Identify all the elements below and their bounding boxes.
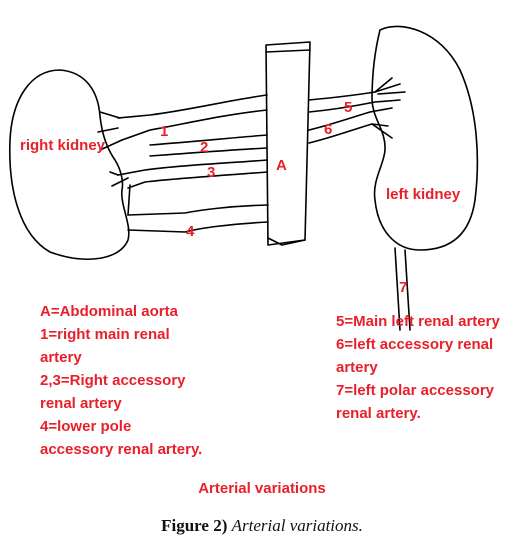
- artery-1-branch-c: [99, 139, 123, 151]
- artery-7-left: [394, 247, 401, 331]
- legend-line: renal artery: [40, 395, 122, 412]
- artery-4-upper: [127, 204, 269, 216]
- artery-5-lower: [308, 99, 401, 113]
- legend-line: A=Abdominal aorta: [40, 303, 178, 320]
- diagram-caption: Arterial variations: [198, 480, 326, 497]
- left-kidney-outline: [371, 25, 479, 251]
- legend-line: artery: [40, 349, 82, 366]
- label-right-kidney: right kidney: [20, 137, 106, 154]
- legend-line: accessory renal artery.: [40, 441, 203, 458]
- label-left-kidney: left kidney: [386, 186, 461, 203]
- legend-line: 2,3=Right accessory: [40, 372, 186, 389]
- artery-6-branch: [371, 123, 393, 139]
- artery-5-branch-a: [374, 77, 393, 93]
- artery-5-branch-b: [377, 91, 406, 95]
- artery-7-right: [404, 249, 411, 331]
- legend-left: A=Abdominal aorta 1=right main renal art…: [40, 300, 202, 461]
- abdominal-aorta: [265, 41, 311, 246]
- artery-4-descender: [127, 184, 131, 216]
- legend-line: artery: [336, 359, 378, 376]
- artery-4-lower: [127, 221, 269, 233]
- label-artery-1: 1: [160, 123, 168, 140]
- legend-right: 5=Main left renal artery 6=left accessor…: [336, 310, 500, 425]
- legend-line: renal artery.: [336, 405, 421, 422]
- legend-line: 4=lower pole: [40, 418, 132, 435]
- artery-5-upper: [308, 83, 401, 101]
- artery-1-lower: [121, 109, 268, 141]
- label-artery-6: 6: [324, 121, 332, 138]
- legend-line: 7=left polar accessory: [336, 382, 495, 399]
- label-artery-4: 4: [186, 223, 195, 240]
- artery-2-upper: [149, 134, 268, 146]
- artery-1-branch-b: [97, 127, 119, 133]
- artery-3-branch-b: [109, 171, 119, 176]
- legend-line: 5=Main left renal artery: [336, 313, 500, 330]
- artery-3-lower: [127, 171, 268, 189]
- label-aorta: A: [276, 157, 287, 174]
- label-artery-3: 3: [207, 164, 215, 181]
- artery-1-upper: [117, 94, 268, 119]
- aorta-top-cap: [265, 49, 311, 53]
- figure-number: Figure 2): [161, 516, 228, 535]
- artery-2-lower: [149, 147, 268, 157]
- label-artery-2: 2: [200, 139, 208, 156]
- figure-caption-text: Arterial variations.: [231, 516, 363, 535]
- artery-6-upper: [308, 107, 393, 131]
- figure-caption: Figure 2) Arterial variations.: [0, 516, 524, 536]
- artery-3-branch-a: [111, 177, 129, 187]
- right-kidney-outline: [8, 69, 130, 260]
- legend-line: 6=left accessory renal: [336, 336, 494, 353]
- label-artery-7: 7: [399, 279, 407, 296]
- artery-1-branch-a: [99, 111, 121, 119]
- legend-line: 1=right main renal: [40, 326, 170, 343]
- aorta-bottom-cap: [267, 237, 306, 246]
- label-artery-5: 5: [344, 99, 352, 116]
- artery-3-upper: [117, 159, 268, 176]
